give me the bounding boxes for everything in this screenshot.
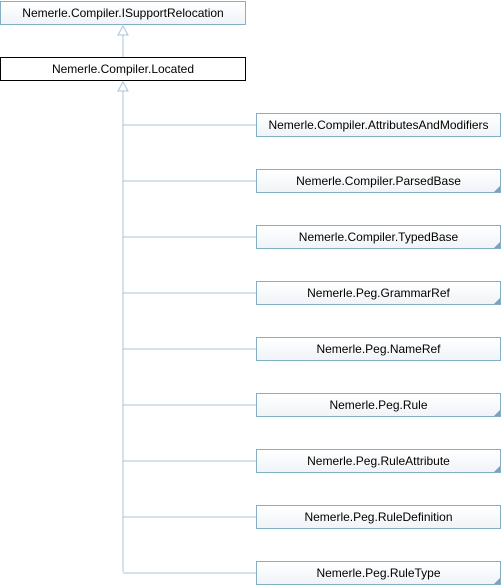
class-node-derived[interactable]: Nemerle.Compiler.TypedBase — [256, 225, 501, 249]
class-node-derived[interactable]: Nemerle.Compiler.ParsedBase — [256, 169, 501, 193]
class-node-derived[interactable]: Nemerle.Peg.GrammarRef — [256, 281, 501, 305]
class-node-derived[interactable]: Nemerle.Peg.RuleDefinition — [256, 505, 501, 529]
class-node-derived[interactable]: Nemerle.Peg.RuleAttribute — [256, 449, 501, 473]
class-node-label: Nemerle.Peg.RuleAttribute — [307, 454, 450, 468]
truncated-graph-marker-icon — [494, 578, 500, 584]
class-node-label: Nemerle.Peg.RuleType — [316, 566, 441, 580]
class-node-derived[interactable]: Nemerle.Peg.RuleType — [256, 561, 501, 585]
class-node-label: Nemerle.Compiler.Located — [51, 62, 195, 76]
class-node-label: Nemerle.Peg.NameRef — [316, 342, 441, 356]
class-node-located: Nemerle.Compiler.Located — [0, 57, 246, 81]
class-node-label: Nemerle.Peg.RuleDefinition — [304, 510, 453, 524]
truncated-graph-marker-icon — [494, 298, 500, 304]
class-node-label: Nemerle.Compiler.AttributesAndModifiers — [268, 118, 489, 132]
class-node-isupportrelocation[interactable]: Nemerle.Compiler.ISupportRelocation — [0, 1, 246, 25]
arrowhead-located — [117, 80, 129, 92]
truncated-graph-marker-icon — [494, 186, 500, 192]
arrowhead-isupportrelocation — [117, 24, 129, 36]
class-node-derived[interactable]: Nemerle.Peg.NameRef — [256, 337, 501, 361]
truncated-graph-marker-icon — [494, 466, 500, 472]
class-node-derived[interactable]: Nemerle.Peg.Rule — [256, 393, 501, 417]
class-node-label: Nemerle.Peg.GrammarRef — [307, 286, 450, 300]
class-node-derived[interactable]: Nemerle.Compiler.AttributesAndModifiers — [256, 113, 501, 137]
truncated-graph-marker-icon — [494, 242, 500, 248]
truncated-graph-marker-icon — [494, 410, 500, 416]
derived-edge-branches — [123, 124, 256, 574]
class-node-label: Nemerle.Peg.Rule — [329, 398, 428, 412]
class-node-label: Nemerle.Compiler.ParsedBase — [296, 174, 461, 188]
class-node-label: Nemerle.Compiler.TypedBase — [298, 230, 459, 244]
class-node-label: Nemerle.Compiler.ISupportRelocation — [22, 6, 224, 20]
